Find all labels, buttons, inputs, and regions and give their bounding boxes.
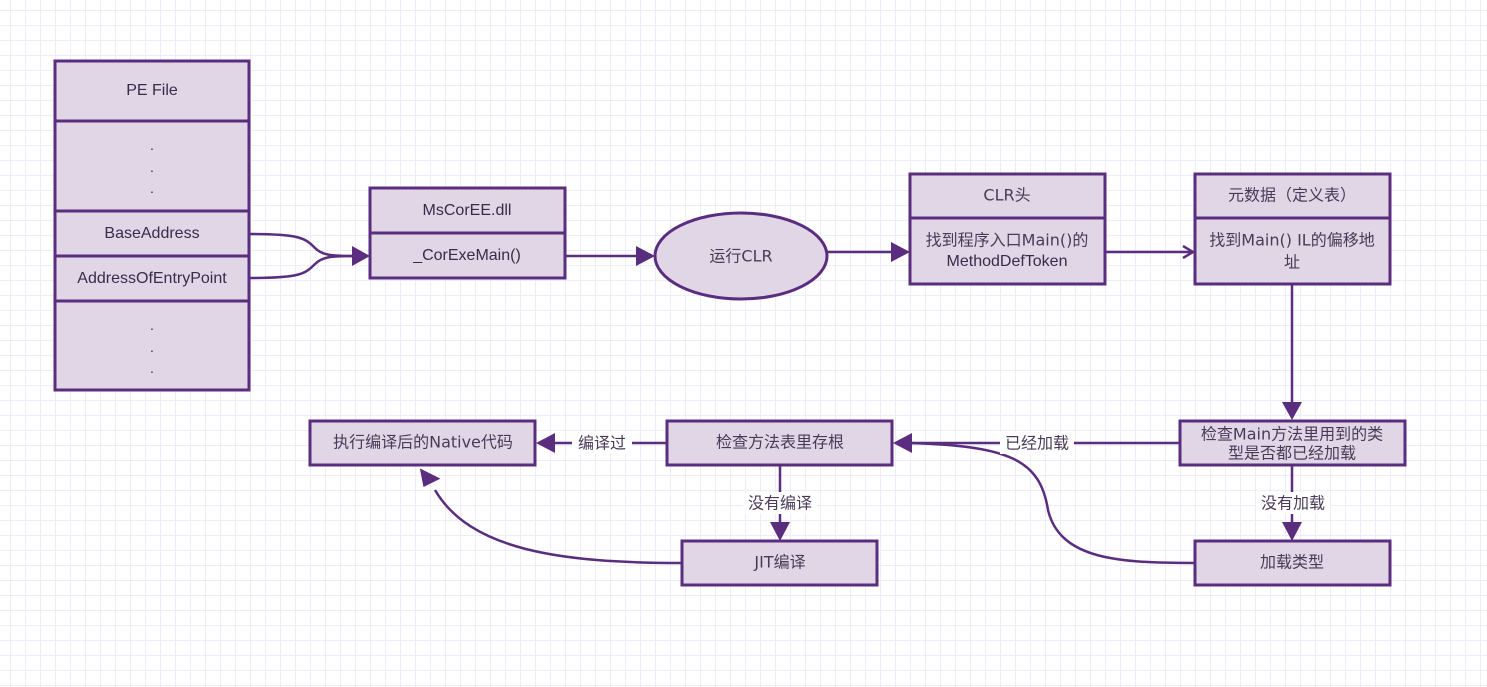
- arrowhead-icon: [1282, 522, 1302, 541]
- ellipsis-dot: ·: [150, 140, 155, 156]
- exec-native-node[interactable]: 执行编译后的Native代码: [308, 419, 537, 467]
- ellipsis-dot: ·: [150, 183, 155, 199]
- run-clr-ellipse: [653, 211, 829, 301]
- edge-entry-point-to-mscoree: [248, 254, 356, 280]
- edge-base-address-to-mscoree: [248, 232, 356, 258]
- run-clr-label: 运行CLR: [709, 247, 772, 266]
- jit-box: [680, 539, 879, 587]
- arrowhead-icon: [636, 246, 655, 266]
- check-types-box: [1178, 419, 1407, 467]
- edge-label-loaded: 已经加载: [1005, 434, 1069, 453]
- check-types-node[interactable]: 检查Main方法里用到的类 型是否都已经加载: [1178, 419, 1407, 467]
- jit-node[interactable]: JIT编译: [680, 539, 879, 587]
- arrowhead-icon: [891, 242, 910, 262]
- exec-native-label: 执行编译后的Native代码: [333, 433, 513, 452]
- mscoree-header: MsCorEE.dll: [423, 202, 512, 219]
- pe-file-header-cell: [53, 59, 251, 123]
- run-clr-node[interactable]: 运行CLR: [653, 211, 829, 301]
- load-types-label: 加载类型: [1260, 553, 1324, 572]
- edge-jit-to-exec-native: [433, 489, 683, 565]
- check-stub-label: 检查方法表里存根: [716, 433, 844, 452]
- check-stub-node[interactable]: 检查方法表里存根: [665, 419, 894, 467]
- ellipsis-dot: ·: [150, 363, 155, 379]
- clr-header-body-line1: 找到程序入口Main()的: [926, 231, 1089, 250]
- edge-label-bg: [1256, 492, 1330, 514]
- mscoree-body-cell: [368, 231, 567, 280]
- pe-file-header: PE File: [126, 82, 178, 99]
- arrowhead-icon: [893, 433, 912, 453]
- arrowhead-icon: [352, 246, 370, 266]
- exec-native-box: [308, 419, 537, 467]
- metadata-title: 元数据（定义表）: [1228, 186, 1356, 205]
- edge-label-bg: [1000, 432, 1074, 454]
- edge-label-bg: [572, 432, 632, 454]
- clr-header-body-line2: MethodDefToken: [947, 253, 1068, 270]
- mscoree-node[interactable]: MsCorEE.dll _CorExeMain(): [368, 186, 567, 280]
- mscoree-body: _CorExeMain(): [412, 247, 521, 264]
- base-address-label: BaseAddress: [104, 225, 199, 242]
- pe-file-node[interactable]: PE File · · · BaseAddress AddressOfEntry…: [53, 59, 251, 392]
- pe-file-ellipsis-bottom-cell: [53, 299, 251, 392]
- pe-file-ellipsis-top-cell: [53, 119, 251, 213]
- edge-label-compiled: 编译过: [578, 434, 626, 453]
- check-types-line1: 检查Main方法里用到的类: [1201, 425, 1383, 444]
- arrowhead-icon: [536, 433, 555, 453]
- metadata-body-cell: [1193, 216, 1392, 286]
- clr-header-body-cell: [908, 216, 1107, 286]
- edge-label-bg: [743, 492, 817, 514]
- clr-header-title-cell: [908, 172, 1107, 220]
- load-types-node[interactable]: 加载类型: [1193, 539, 1392, 587]
- jit-label: JIT编译: [753, 553, 805, 572]
- clr-header-title: CLR头: [983, 186, 1030, 205]
- check-types-line2: 型是否都已经加载: [1228, 444, 1356, 463]
- metadata-body-line2: 址: [1284, 253, 1300, 272]
- arrowhead-icon: [419, 468, 441, 488]
- arrowhead-icon: [770, 522, 790, 541]
- arrowhead-icon: [1282, 402, 1302, 420]
- mscoree-header-cell: [368, 186, 567, 235]
- edge-load-types-to-check-stub: [909, 441, 1196, 565]
- ellipsis-dot: ·: [150, 342, 155, 358]
- entry-point-label: AddressOfEntryPoint: [77, 270, 227, 287]
- ellipsis-dot: ·: [150, 162, 155, 178]
- edge-label-not-compiled: 没有编译: [748, 494, 812, 513]
- metadata-body-line1: 找到Main() IL的偏移地: [1209, 231, 1374, 250]
- edge-label-not-loaded: 没有加载: [1261, 494, 1325, 513]
- clr-header-node[interactable]: CLR头 找到程序入口Main()的 MethodDefToken: [908, 172, 1107, 286]
- metadata-node[interactable]: 元数据（定义表） 找到Main() IL的偏移地 址: [1193, 172, 1392, 286]
- ellipsis-dot: ·: [150, 320, 155, 336]
